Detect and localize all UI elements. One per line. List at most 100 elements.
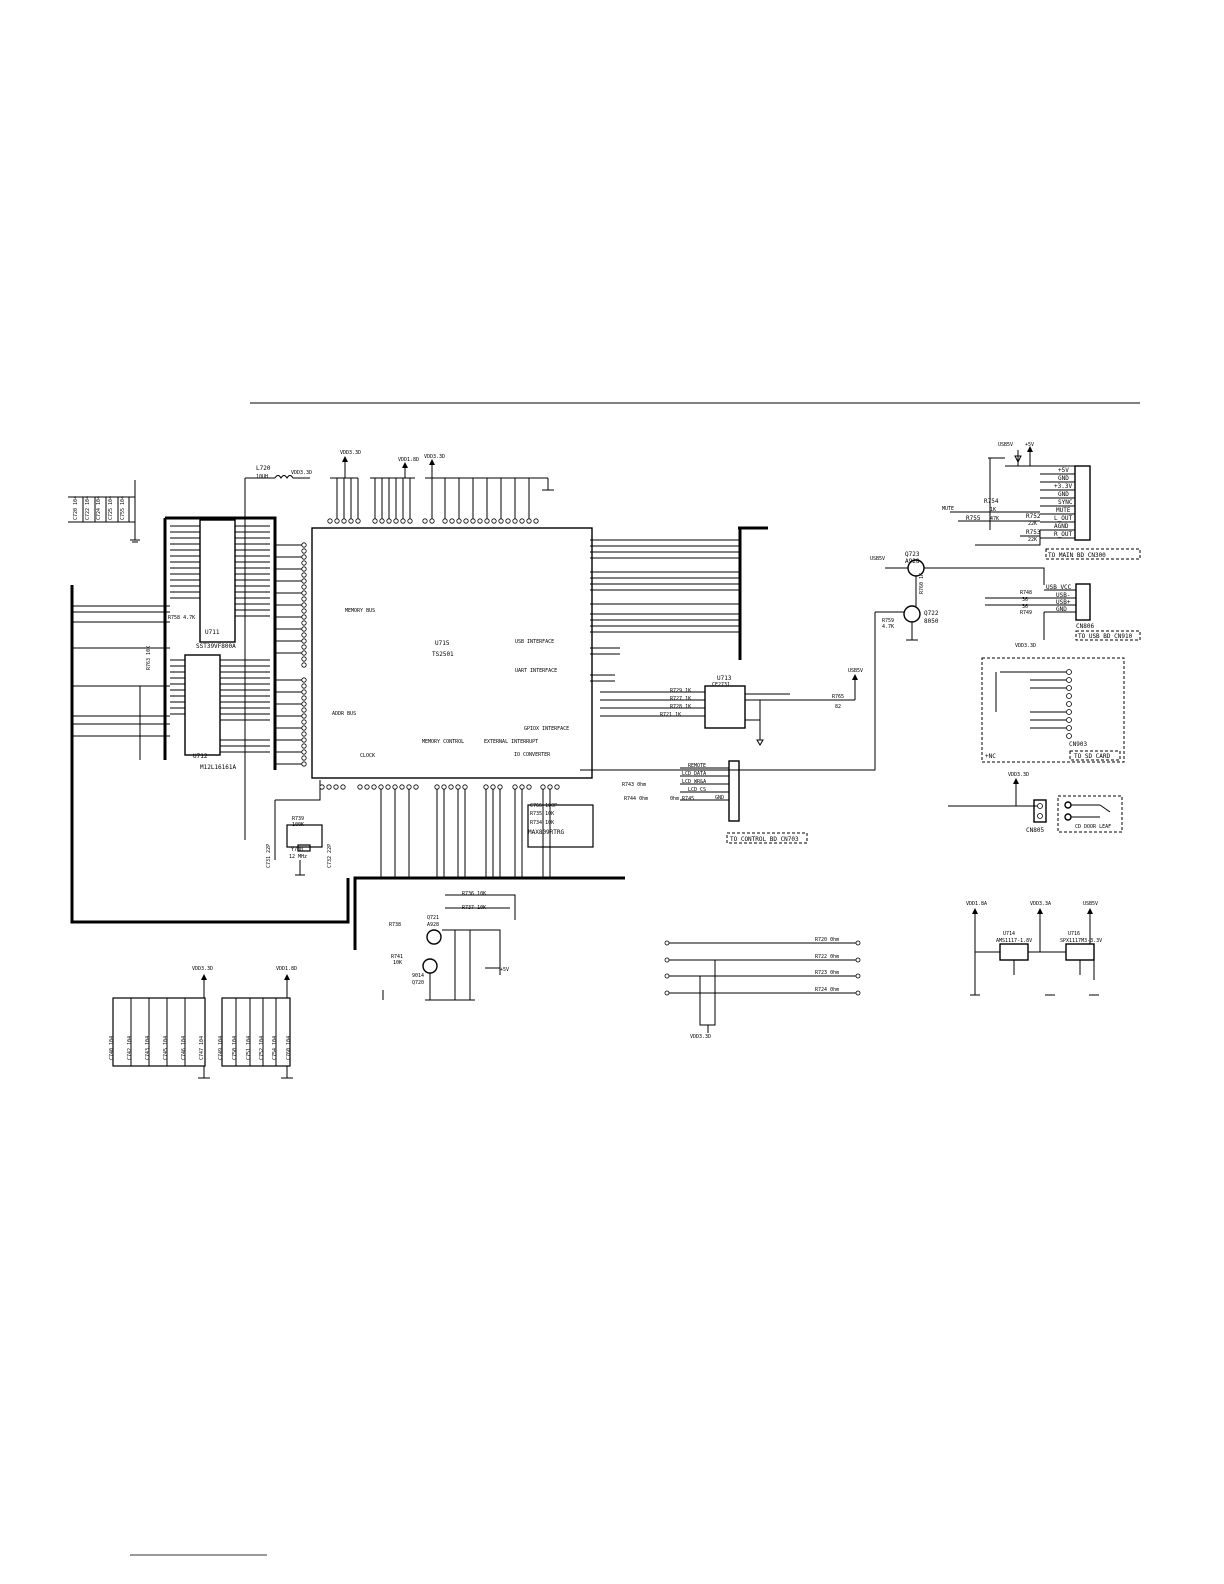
r735-label: R735 10K <box>530 811 554 817</box>
max809-label: MAX809RTRG <box>528 829 565 836</box>
r753-ref: R753 <box>1026 529 1041 536</box>
main-pin-2: GND <box>1058 475 1069 482</box>
cap-label: C750 104 <box>232 1036 238 1060</box>
u714-ref: U714 <box>1003 931 1015 937</box>
cap-label: C747 104 <box>199 1036 205 1060</box>
cap-bank-left: VDD3.3D C740 104 C742 104 C743 104 C745 … <box>109 966 213 1079</box>
r728-label: R728 1K <box>670 704 691 710</box>
vdd33-top-2: VDD3.3D <box>424 454 445 460</box>
cd-door-box <box>1057 795 1123 833</box>
r759-ref: R759 <box>882 618 894 624</box>
u716-regulator <box>1065 943 1095 961</box>
cn703-connector <box>728 760 740 822</box>
memory-bus-frame <box>165 516 277 770</box>
r752-value: 22K <box>1028 521 1037 527</box>
c766-label: C766 100P <box>530 803 557 809</box>
u711-pins <box>170 525 270 617</box>
left-signal-lines <box>72 605 170 760</box>
cap-label: C755 104 <box>120 496 126 520</box>
usb-power-section: Q723 A928 Q722 8050 USB5V R759 4.7K R760… <box>580 551 1045 771</box>
q720-q721-section: R736 10K R737 10K Q721 A928 9014 Q720 R7… <box>382 891 516 1001</box>
r739-value: 100K <box>292 822 304 828</box>
cap-label: C745 104 <box>163 1036 169 1060</box>
main-connector-note: TO MAIN BD CN300 <box>1048 552 1106 559</box>
y700-crystal <box>297 844 311 852</box>
cn703-note-box <box>726 832 808 844</box>
r723-label: R723 0hm <box>815 970 839 976</box>
main-pin-1: +5V <box>1058 467 1069 474</box>
cn806-ref: CN806 <box>1076 623 1094 630</box>
zero-ohm-resistors: R720 0hm R722 0hm R723 0hm R724 0hm VDD3… <box>664 937 861 1040</box>
cn805-section: VDD3.3D CN805 CD DOOR LEAF <box>948 772 1123 834</box>
main-pin-5: SYNC <box>1058 499 1073 506</box>
r749-ref: R749 <box>1020 610 1032 616</box>
q721-ref: Q721 <box>427 915 439 921</box>
bottom-bus <box>353 876 625 950</box>
l720-ref: L720 <box>256 465 271 472</box>
cap-label: C752 104 <box>259 1036 265 1060</box>
l720-coil <box>274 475 294 479</box>
r722-label: R722 0hm <box>815 954 839 960</box>
q722-part: 8050 <box>924 618 939 625</box>
c731-label: C731 22P <box>266 844 272 868</box>
u716-ref: U716 <box>1068 931 1080 937</box>
vdd18-top: VDD1.8D <box>398 457 419 463</box>
q722-ref: Q722 <box>924 610 939 617</box>
vdd33-usb: VDD3.3D <box>1015 643 1036 649</box>
u715-top-pins <box>327 477 554 524</box>
r755-value: 47K <box>990 516 999 522</box>
cn806-pin-2: USB- <box>1056 592 1070 599</box>
u713-section: U713 CE2731 R729 1K R727 1K R728 1K R721… <box>600 668 863 746</box>
r763-label: R763 10K <box>146 646 152 670</box>
r754-value: 1K <box>990 507 996 513</box>
cn703-section: REMOTE LCD_DATA LCD_WR&A LCD_CS GND TO C… <box>622 760 808 844</box>
cn806-section: USB VCC USB- USB+ GND CN806 TO USB BD CN… <box>985 583 1141 649</box>
main-pin-4: GND <box>1058 491 1069 498</box>
cn806-connector <box>1075 583 1091 621</box>
q720-part: 9014 <box>412 973 424 979</box>
r744-label: R744 0hm <box>624 796 648 802</box>
main-pin-7: L_OUT <box>1054 515 1072 522</box>
cn806-pin-4: GND <box>1056 606 1067 613</box>
r749-value: 36 <box>1022 604 1028 610</box>
cn903-note: TO SD CARD <box>1074 753 1111 760</box>
cn903-pins <box>995 669 1072 739</box>
vdd33-top-1: VDD3.3D <box>340 450 361 456</box>
cn806-pin-3: USB+ <box>1056 599 1071 606</box>
r748-value: 36 <box>1022 597 1028 603</box>
q721-transistor <box>426 929 442 945</box>
cn703-note: TO CONTROL BD CN703 <box>730 836 799 843</box>
r752-ref: R752 <box>1026 513 1041 520</box>
r736-wire <box>445 894 516 920</box>
r736-label: R736 10K <box>462 891 486 897</box>
cn805-note: CD DOOR LEAF <box>1075 824 1111 830</box>
r741-value: 10K <box>393 960 402 966</box>
r765-value: 82 <box>835 704 841 710</box>
q722-transistor <box>903 605 921 623</box>
cap-bank-left-frame <box>112 997 206 1067</box>
cap-label: C742 104 <box>127 1036 133 1060</box>
u715-section: U715 TS2501 MEMORY BUS ADDR BUS CLOCK ME… <box>275 450 768 878</box>
r734-label: R734 10K <box>530 820 554 826</box>
main-pin-9: R_OUT <box>1054 531 1072 538</box>
memory-bus-label: MEMORY BUS <box>345 608 375 614</box>
cn703-pin-5: GND <box>715 795 724 801</box>
mute-label: MUTE <box>942 506 954 512</box>
r720-label: R720 0hm <box>815 937 839 943</box>
main-pin-6: MUTE <box>1056 507 1071 514</box>
main-pin-8: AGND <box>1054 523 1069 530</box>
usb-interface-label: USB INTERFACE <box>515 639 554 645</box>
cap-label: C725 104 <box>108 496 114 520</box>
r727-label: R727 1K <box>670 696 691 702</box>
cap-label: C749 104 <box>218 1036 224 1060</box>
cap-label: C754 104 <box>272 1036 278 1060</box>
u712-sdram-ic <box>184 654 221 756</box>
main-pin-3: +3.3V <box>1054 483 1072 490</box>
usb-enable-wire <box>580 612 876 771</box>
y700-ref: Y700 <box>291 847 303 853</box>
crystal-frame <box>286 824 323 848</box>
cap-label: C751 104 <box>246 1036 252 1060</box>
main-connector-pins <box>1040 473 1075 539</box>
y700-value: 12 MHz <box>289 854 307 860</box>
cap-label: C743 104 <box>145 1036 151 1060</box>
